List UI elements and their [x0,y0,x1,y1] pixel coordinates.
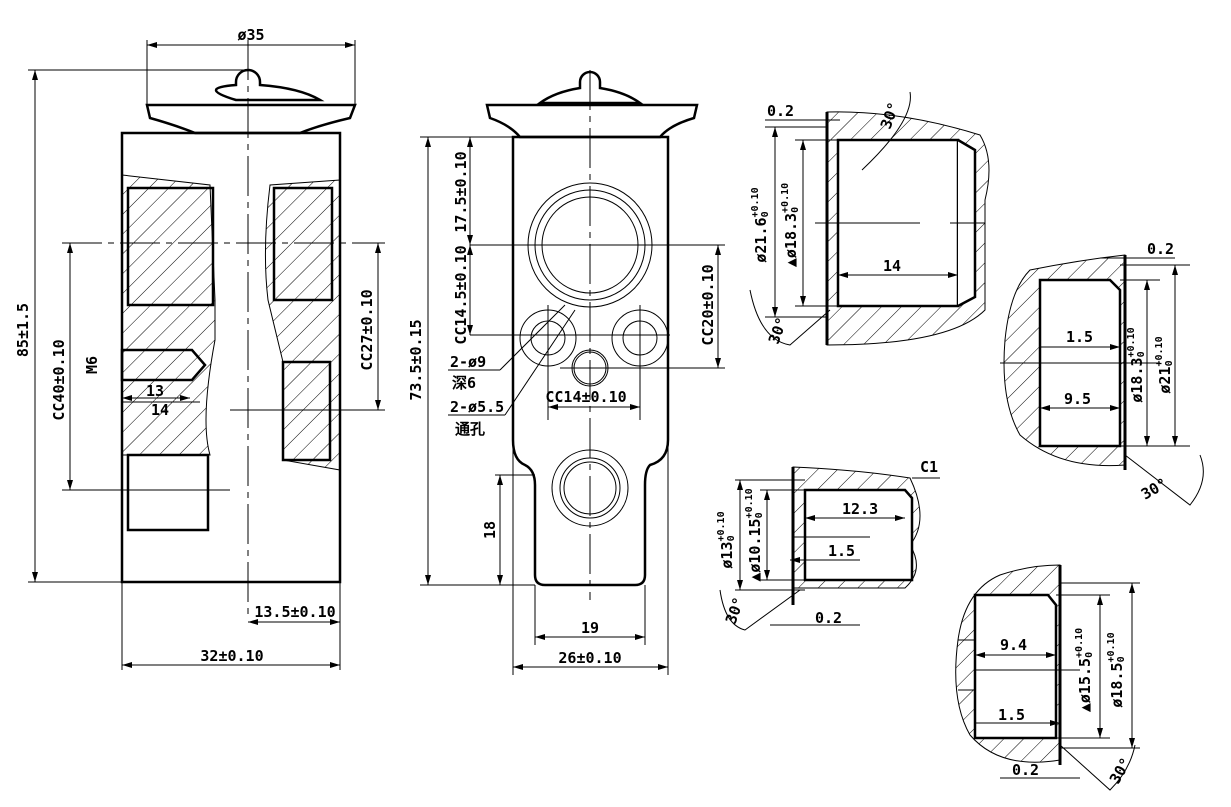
label-holes-9: 2-ø9 [450,353,486,371]
dim-cc14: CC14±0.10 [545,388,626,406]
dim-19: 19 [581,619,599,637]
d4-thickness: 0.2 [1012,761,1039,779]
d3-length-12-3: 12.3 [842,500,878,518]
side-view: ø35 85±1.5 CC40±0.10 M6 CC27±0.10 13 14 … [14,26,385,670]
valve-dome [214,68,325,102]
port-detail-3: C1 ø13+0.100 ▲ø10.15+0.100 12.3 1.5 30° … [716,458,940,631]
d4-dia15-5: ▲ø15.5+0.100 [1074,628,1095,712]
label-through-hole: 通孔 [455,420,485,438]
dim-18: 18 [481,521,499,539]
dim-cc14-5: CC14.5±0.10 [452,245,470,344]
label-depth-6: 深6 [452,374,476,392]
d2-length-1-5: 1.5 [1066,328,1093,346]
d4-length-1-5: 1.5 [998,706,1025,724]
m6-hole [120,348,207,382]
dim-width-32: 32±0.10 [200,647,263,665]
d3-dia10-15: ▲ø10.15+0.100 [744,488,765,581]
d1-angle-bottom: 30° [765,315,791,347]
d1-length-14: 14 [883,257,901,275]
d3-thickness: 0.2 [815,609,842,627]
dim-14: 14 [151,401,169,419]
port-detail-2: 0.2 1.5 9.5 ø18.3+0.100 ø21+0.100 30° [1000,240,1204,506]
valve-cap [145,103,357,135]
valve-block [511,135,670,587]
d1-thickness: 0.2 [767,102,794,120]
label-holes-5-5: 2-ø5.5 [450,398,504,416]
d2-dia21: ø21+0.100 [1154,336,1175,393]
d1-dia18-3: ▲ø18.3+0.100 [780,183,801,267]
dim-cc40: CC40±0.10 [50,339,68,420]
d2-angle: 30° [1138,474,1170,503]
d2-length-9-5: 9.5 [1064,390,1091,408]
dim-width-26: 26±0.10 [558,649,621,667]
label-m6: M6 [83,356,101,374]
d2-thickness: 0.2 [1147,240,1174,258]
dim-13-5: 13.5±0.10 [254,603,335,621]
d1-dia21-6: ø21.6+0.100 [750,187,771,262]
d4-length-9-4: 9.4 [1000,636,1027,654]
dim-cc20: CC20±0.10 [699,264,717,345]
port-detail-1: 0.2 ø21.6+0.100 ▲ø18.3+0.100 14 30° 30° [749,91,990,347]
d2-dia18-3: ø18.3+0.100 [1126,327,1147,402]
d3-angle: 30° [722,595,748,627]
dim-73-5: 73.5±0.15 [407,319,425,400]
d3-dia13: ø13+0.100 [716,511,737,568]
dim-17-5: 17.5±0.10 [452,151,470,232]
dim-13: 13 [146,382,164,400]
d4-dia18-5: ø18.5+0.100 [1106,632,1127,707]
dim-cc27: CC27±0.10 [358,289,376,370]
d3-length-1-5: 1.5 [828,542,855,560]
hatched-section-left [121,174,216,456]
front-view: 73.5±0.15 17.5±0.10 CC14.5±0.10 CC20±0.1… [407,70,725,675]
dim-dia35: ø35 [237,26,264,44]
dim-height-85: 85±1.5 [14,303,32,357]
port-detail-4: 9.4 1.5 ▲ø15.5+0.100 ø18.5+0.100 0.2 30° [955,564,1140,791]
d3-chamfer-c1: C1 [920,458,938,476]
